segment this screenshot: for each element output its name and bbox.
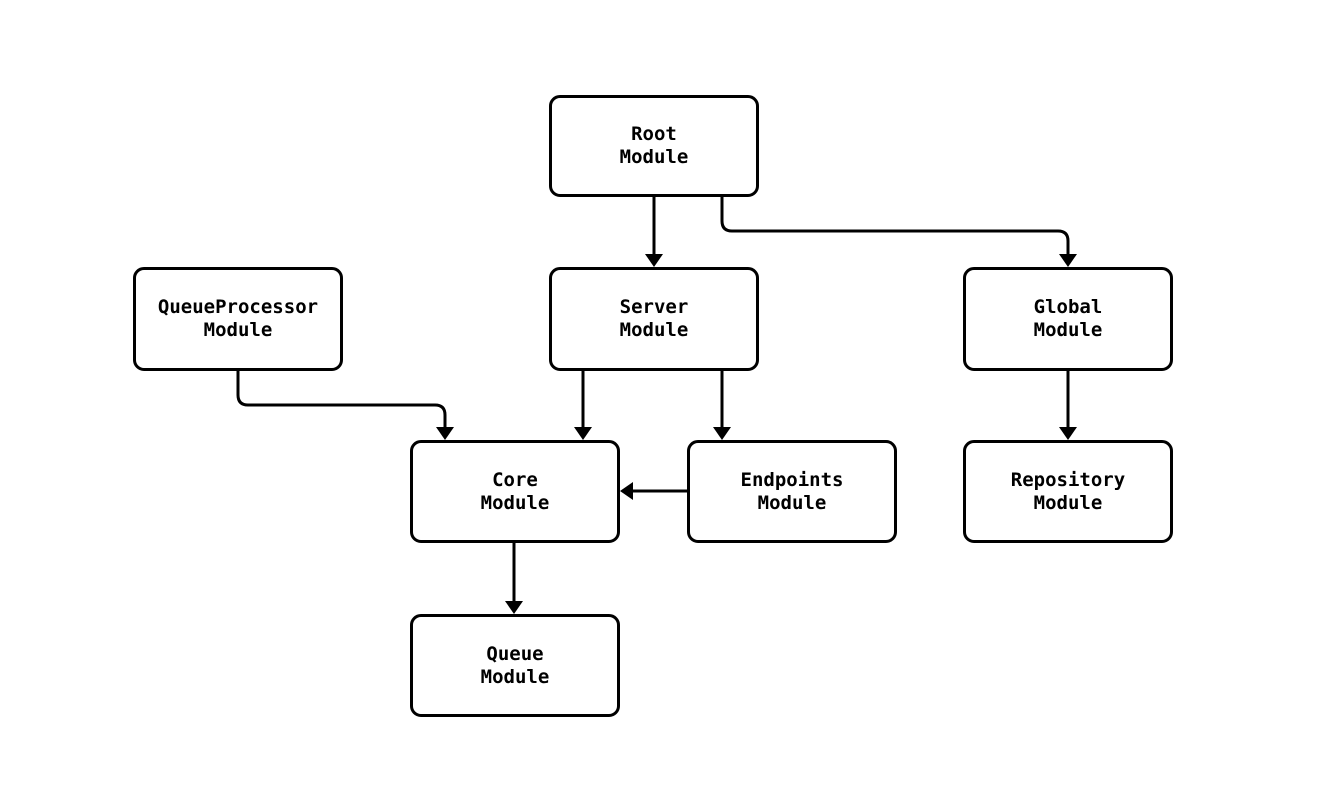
node-queueprocessor-name: QueueProcessor — [157, 296, 319, 318]
node-global-name: Global — [1033, 296, 1103, 318]
edge-endpoints-to-core — [620, 482, 687, 500]
node-core-type: Module — [480, 491, 550, 514]
node-queue-name: Queue — [486, 642, 544, 665]
arrowhead — [713, 427, 731, 440]
node-queueprocessor-type: Module — [203, 319, 273, 341]
edge-root-to-global — [720, 197, 1077, 267]
node-queue-type: Module — [480, 665, 550, 688]
edge-core-to-queue — [505, 543, 523, 614]
node-repository-type: Module — [1033, 491, 1103, 514]
edge-queueprocessor-to-core — [236, 371, 454, 440]
node-server-type: Module — [619, 319, 689, 341]
arrowhead — [505, 601, 523, 614]
node-endpoints-type: Module — [757, 491, 827, 514]
edge-server-to-endpoints — [713, 371, 731, 440]
edge-root-to-server — [645, 197, 663, 267]
arrowhead — [436, 427, 454, 440]
arrowhead — [574, 427, 592, 440]
edge-global-to-repository — [1059, 371, 1077, 440]
arrowhead — [620, 482, 633, 500]
arrowhead — [1059, 427, 1077, 440]
node-global-type: Module — [1033, 319, 1103, 341]
node-server-name: Server — [619, 296, 689, 318]
edge-server-to-core — [574, 371, 592, 440]
arrowhead — [645, 254, 663, 267]
node-endpoints-name: Endpoints — [740, 468, 844, 491]
arrowhead — [1059, 254, 1077, 267]
node-root-type: Module — [619, 146, 689, 168]
node-core-name: Core — [492, 468, 538, 491]
node-repository-name: Repository — [1010, 468, 1126, 491]
node-root-name: Root — [631, 123, 677, 145]
